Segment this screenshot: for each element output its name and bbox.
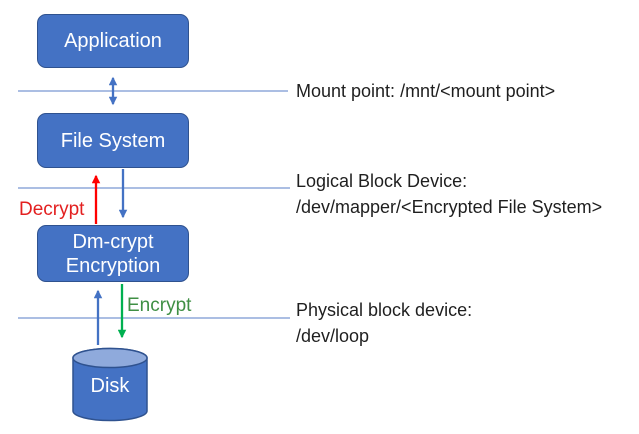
node-dm-crypt-label-line1: Dm-crypt	[72, 230, 154, 253]
physical-block-device-annotation-line2: /dev/loop	[296, 326, 370, 346]
disk-cylinder	[72, 347, 148, 422]
mount-point-annotation-line1: Mount point: /mnt/<mount point>	[296, 81, 556, 101]
node-file-system-label: File System	[60, 129, 166, 152]
node-dm-crypt-encryption: Dm-crypt Encryption	[37, 225, 189, 282]
logical-block-device-annotation: Logical Block Device: /dev/mapper/<Encry…	[296, 168, 602, 220]
node-application: Application	[37, 14, 189, 68]
physical-block-device-annotation: Physical block device: /dev/loop	[296, 297, 472, 349]
node-file-system: File System	[37, 113, 189, 168]
disk-cylinder-top	[72, 347, 148, 369]
logical-block-device-annotation-line2: /dev/mapper/<Encrypted File System>	[296, 197, 603, 217]
mount-point-annotation: Mount point: /mnt/<mount point>	[296, 79, 555, 104]
encrypt-label: Encrypt	[127, 295, 192, 316]
decrypt-label: Decrypt	[19, 199, 85, 220]
node-disk-label: Disk	[90, 375, 130, 397]
node-dm-crypt-label-line2: Encryption	[65, 254, 161, 277]
node-application-label: Application	[64, 30, 162, 52]
physical-block-device-annotation-line1: Physical block device:	[296, 300, 473, 320]
logical-block-device-annotation-line1: Logical Block Device:	[296, 171, 468, 191]
